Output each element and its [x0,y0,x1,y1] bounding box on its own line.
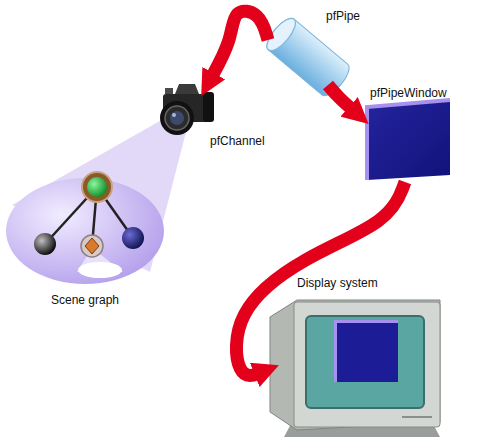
monitor-illustration [270,300,440,437]
screen-window [337,323,398,382]
camera-dial [165,88,173,94]
graph-node-shape [85,238,99,254]
graph-node-ball [34,233,56,255]
monitor-vent [402,416,432,418]
monitor-screen [306,316,424,408]
screen-window-edge [334,320,398,382]
lens-highlight [172,113,176,117]
window-face [367,100,450,180]
camera-lens [160,101,194,135]
camera-grip [203,92,214,122]
window-edge [367,100,450,180]
camera-lens-glass [170,111,184,125]
monitor-bezel [294,302,440,427]
display-monitor: Display system [262,272,447,440]
flow-arrow [236,182,405,376]
node-label: Display system [297,276,407,290]
node-label: Scene graph [25,293,145,307]
pipe-window: pfPipeWindow [355,82,465,182]
node-label: pfChannel [210,134,280,148]
pipe-end [262,14,300,55]
pipe-body [262,14,354,100]
node-label: pfPipe [326,9,386,23]
graph-root-ball [87,177,107,197]
camera-prism [175,84,199,94]
window-illustration [367,100,450,180]
camera-illustration [160,84,214,135]
graph-node-ball [122,227,144,249]
node-label: pfPipeWindow [370,86,465,100]
graph-root-ring [82,172,112,202]
camera-lens-ring [165,106,189,130]
scene-graph-illustration [6,172,164,284]
scene-graph-shape [5,178,165,308]
graph-node-ball [81,235,103,257]
flow-arrow [328,85,355,112]
light-spot [78,262,122,278]
display-monitor-shape [262,272,447,440]
scene-graph: Scene graph [5,178,165,308]
monitor-body [270,300,440,430]
pipe-cylinder: pfPipe [268,5,353,85]
camera-channel: pfChannel [155,78,265,150]
pipe-illustration [262,14,354,100]
flow-arrow [210,11,268,80]
